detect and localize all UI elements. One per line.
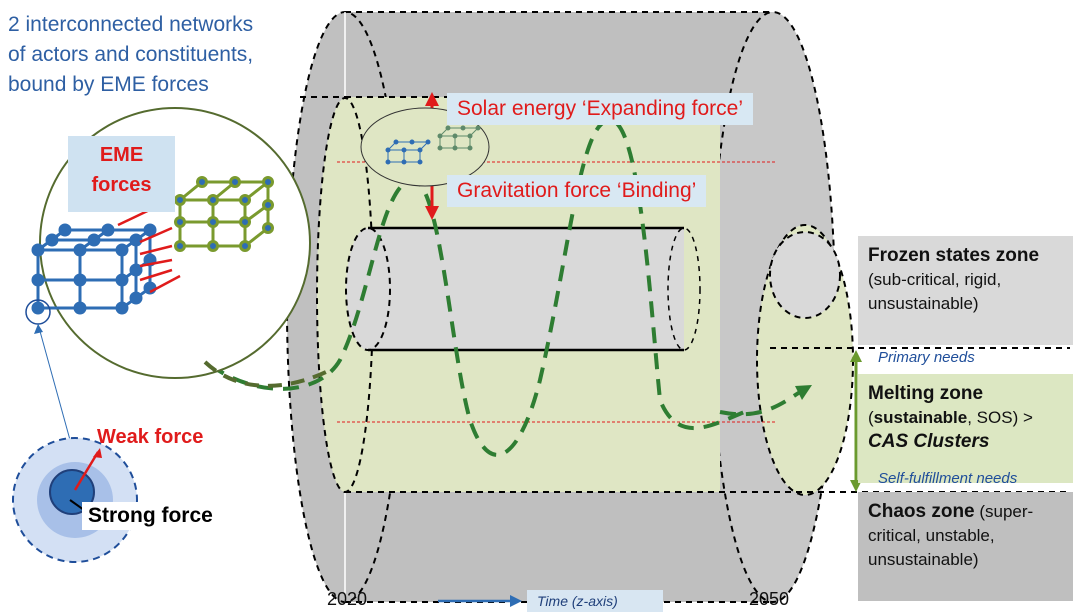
frozen-zone-desc: (sub-critical, rigid, unsustainable) (868, 270, 1002, 313)
cas-clusters-label: CAS Clusters (868, 431, 990, 452)
melting-zone-desc: , SOS) > (967, 408, 1033, 427)
small-green-net (437, 125, 481, 151)
green-wave (208, 117, 751, 457)
chaos-zone-desc: (super-critical, unstable, unsustainable… (868, 502, 1034, 569)
network-description: 2 interconnected networks of actors and … (8, 10, 338, 100)
eme-forces-label: EME forces (91, 144, 152, 196)
chaos-zone-box: Chaos zone (super-critical, unstable, un… (858, 492, 1073, 601)
weak-force-label: Weak force (97, 426, 204, 448)
melting-zone-bold: sustainable (873, 408, 968, 427)
back-frozen-hole (769, 231, 841, 319)
self-fulfillment-needs-label: Self-fulfillment needs (878, 470, 1018, 487)
frozen-zone-title: Frozen states zone (868, 245, 1040, 266)
title-line-2: of actors and constituents, (8, 43, 254, 66)
blue-lattice (31, 223, 157, 315)
year-start: 2020 (327, 589, 368, 609)
melting-zone-box: Melting zone (sustainable, SOS) > CAS Cl… (858, 374, 1073, 483)
chaos-zone-title: Chaos zone (868, 501, 975, 522)
title-line-1: 2 interconnected networks (8, 13, 254, 36)
solar-energy-label: Solar energy ‘Expanding force’ (447, 93, 754, 125)
frozen-zone-box: Frozen states zone (sub-critical, rigid,… (858, 236, 1073, 345)
eme-label-box (68, 136, 175, 212)
small-blue-net (385, 139, 431, 165)
melting-zone-title: Melting zone (868, 383, 984, 404)
year-end: 2050 (749, 589, 790, 609)
frozen-core (368, 228, 684, 350)
strong-force-label: Strong force (82, 502, 219, 530)
green-lattice (174, 176, 274, 252)
time-axis-label: Time (z-axis) (527, 590, 663, 612)
primary-needs-label: Primary needs (878, 349, 975, 366)
title-line-3: bound by EME forces (8, 73, 209, 96)
eme-arrows (117, 203, 181, 294)
gravitation-force-label: Gravitation force ‘Binding’ (447, 175, 707, 207)
